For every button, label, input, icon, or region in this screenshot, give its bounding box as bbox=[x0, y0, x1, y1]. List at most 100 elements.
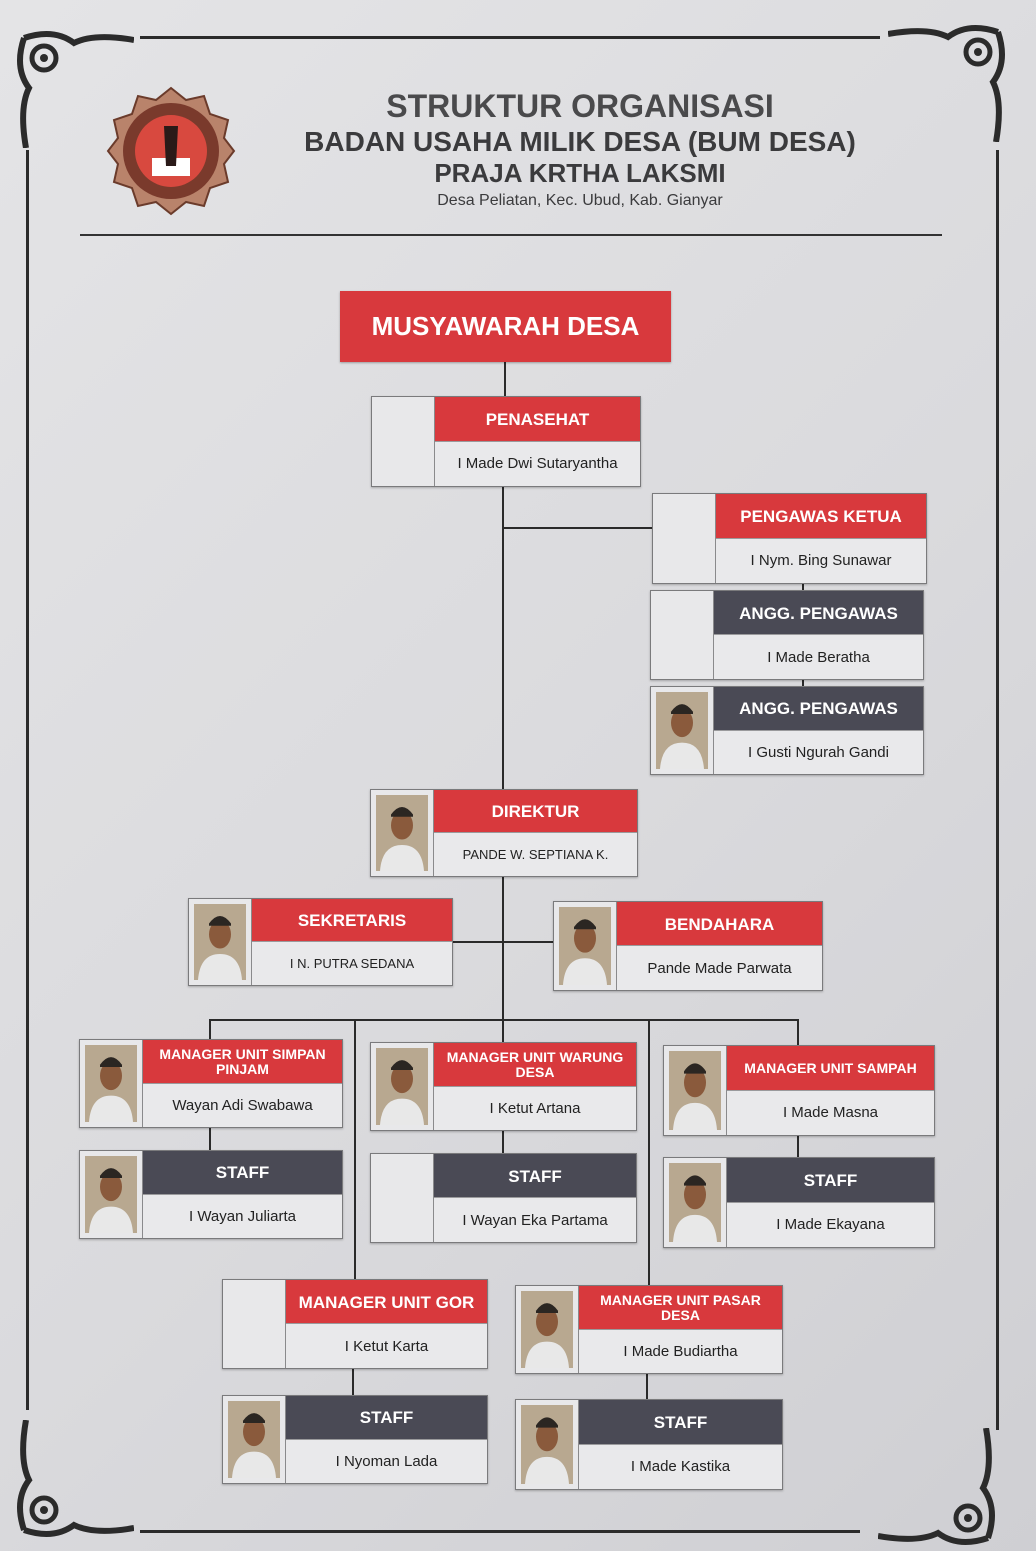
position-title: MANAGER UNIT SIMPAN PINJAM bbox=[143, 1040, 342, 1084]
org-card-manager-unit-sampah: MANAGER UNIT SAMPAH I Made Masna bbox=[663, 1045, 935, 1136]
ornament-corner-icon bbox=[17, 1420, 134, 1537]
musyawarah-desa-box: MUSYAWARAH DESA bbox=[340, 291, 671, 362]
connector-line bbox=[646, 1372, 648, 1399]
member-name: I Made Masna bbox=[727, 1089, 934, 1135]
member-name: I Wayan Juliarta bbox=[143, 1193, 342, 1238]
member-name: PANDE W. SEPTIANA K. bbox=[434, 832, 637, 876]
member-photo bbox=[554, 902, 617, 990]
connector-line bbox=[502, 485, 504, 789]
member-name: I Wayan Eka Partama bbox=[434, 1197, 636, 1242]
ornament-corner-icon bbox=[878, 1428, 995, 1545]
position-title: PENASEHAT bbox=[435, 397, 640, 442]
org-location: Desa Peliatan, Kec. Ubud, Kab. Gianyar bbox=[437, 192, 723, 209]
org-card-staff: STAFF I Made Kastika bbox=[515, 1399, 783, 1490]
position-title: DIREKTUR bbox=[434, 790, 637, 833]
position-title: STAFF bbox=[434, 1154, 636, 1198]
position-title: STAFF bbox=[727, 1158, 934, 1203]
connector-line bbox=[797, 1134, 799, 1157]
position-title: ANGG. PENGAWAS bbox=[714, 687, 923, 731]
connector-line bbox=[648, 1019, 650, 1285]
position-title: STAFF bbox=[579, 1400, 782, 1445]
member-name: I N. PUTRA SEDANA bbox=[252, 941, 452, 985]
position-title: MANAGER UNIT WARUNG DESA bbox=[434, 1043, 636, 1087]
connector-line bbox=[502, 527, 654, 529]
member-photo bbox=[371, 1043, 434, 1130]
position-title: MANAGER UNIT SAMPAH bbox=[727, 1046, 934, 1091]
position-title: ANGG. PENGAWAS bbox=[714, 591, 923, 635]
connector-line bbox=[451, 941, 553, 943]
member-name: I Made Beratha bbox=[714, 634, 923, 679]
photo-placeholder bbox=[223, 1280, 286, 1368]
frame-left bbox=[26, 150, 29, 1410]
connector-line bbox=[209, 1019, 211, 1039]
position-title: MANAGER UNIT GOR bbox=[286, 1280, 487, 1324]
photo-placeholder bbox=[371, 1154, 434, 1242]
org-card-staff: STAFF I Wayan Juliarta bbox=[79, 1150, 343, 1239]
member-photo bbox=[651, 687, 714, 774]
connector-line bbox=[352, 1367, 354, 1395]
position-title: PENGAWAS KETUA bbox=[716, 494, 926, 539]
connector-line bbox=[209, 1019, 799, 1021]
member-photo bbox=[664, 1158, 727, 1247]
connector-line bbox=[504, 362, 506, 396]
member-photo bbox=[223, 1396, 286, 1483]
org-card-manager-unit-gor: MANAGER UNIT GOR I Ketut Karta bbox=[222, 1279, 488, 1369]
org-name: PRAJA KRTHA LAKSMI bbox=[434, 158, 726, 188]
photo-placeholder bbox=[653, 494, 716, 583]
position-title: MANAGER UNIT PASAR DESA bbox=[579, 1286, 782, 1330]
member-photo bbox=[664, 1046, 727, 1135]
connector-line bbox=[502, 875, 504, 1021]
org-card-staff: STAFF I Wayan Eka Partama bbox=[370, 1153, 637, 1243]
header-divider bbox=[80, 234, 942, 236]
connector-line bbox=[502, 1019, 504, 1042]
org-card-manager-unit-warung-desa: MANAGER UNIT WARUNG DESA I Ketut Artana bbox=[370, 1042, 637, 1131]
connector-line bbox=[802, 678, 804, 686]
photo-placeholder bbox=[651, 591, 714, 679]
member-photo bbox=[516, 1286, 579, 1373]
org-card-staff: STAFF I Nyoman Lada bbox=[222, 1395, 488, 1484]
org-card-manager-unit-pasar-desa: MANAGER UNIT PASAR DESA I Made Budiartha bbox=[515, 1285, 783, 1374]
member-name: I Made Ekayana bbox=[727, 1201, 934, 1247]
photo-placeholder bbox=[372, 397, 435, 486]
org-card-staff: STAFF I Made Ekayana bbox=[663, 1157, 935, 1248]
member-photo bbox=[189, 899, 252, 985]
member-name: I Ketut Karta bbox=[286, 1323, 487, 1368]
member-photo bbox=[80, 1151, 143, 1238]
connector-line bbox=[354, 1019, 356, 1279]
frame-bottom bbox=[140, 1530, 860, 1533]
member-name: I Made Kastika bbox=[579, 1443, 782, 1489]
member-name: I Ketut Artana bbox=[434, 1085, 636, 1130]
ornament-corner-icon bbox=[888, 25, 1005, 142]
connector-line bbox=[502, 1129, 504, 1153]
member-name: I Made Budiartha bbox=[579, 1328, 782, 1373]
member-name: I Made Dwi Sutaryantha bbox=[435, 440, 640, 486]
org-card-sekretaris: SEKRETARIS I N. PUTRA SEDANA bbox=[188, 898, 453, 986]
connector-line bbox=[209, 1126, 211, 1150]
bumdes-logo bbox=[106, 86, 236, 216]
frame-right bbox=[996, 150, 999, 1430]
org-card-bendahara: BENDAHARA Pande Made Parwata bbox=[553, 901, 823, 991]
org-card-angg-pengawas: ANGG. PENGAWAS I Made Beratha bbox=[650, 590, 924, 680]
member-photo bbox=[371, 790, 434, 876]
ornament-corner-icon bbox=[17, 31, 134, 148]
connector-line bbox=[802, 582, 804, 590]
org-card-direktur: DIREKTUR PANDE W. SEPTIANA K. bbox=[370, 789, 638, 877]
position-title: SEKRETARIS bbox=[252, 899, 452, 942]
position-title: STAFF bbox=[286, 1396, 487, 1440]
position-title: BENDAHARA bbox=[617, 902, 822, 946]
member-name: Pande Made Parwata bbox=[617, 945, 822, 990]
org-subtitle: BADAN USAHA MILIK DESA (BUM DESA) bbox=[304, 126, 856, 157]
org-card-penasehat: PENASEHAT I Made Dwi Sutaryantha bbox=[371, 396, 641, 487]
position-title: STAFF bbox=[143, 1151, 342, 1195]
member-photo bbox=[516, 1400, 579, 1489]
org-card-angg-pengawas: ANGG. PENGAWAS I Gusti Ngurah Gandi bbox=[650, 686, 924, 775]
org-card-manager-unit-simpan-pinjam: MANAGER UNIT SIMPAN PINJAM Wayan Adi Swa… bbox=[79, 1039, 343, 1128]
org-card-pengawas-ketua: PENGAWAS KETUA I Nym. Bing Sunawar bbox=[652, 493, 927, 584]
member-name: I Gusti Ngurah Gandi bbox=[714, 729, 923, 774]
connector-line bbox=[797, 1019, 799, 1045]
member-name: I Nym. Bing Sunawar bbox=[716, 537, 926, 583]
frame-top bbox=[140, 36, 880, 39]
page-title: STRUKTUR ORGANISASI bbox=[386, 88, 774, 124]
member-photo bbox=[80, 1040, 143, 1127]
